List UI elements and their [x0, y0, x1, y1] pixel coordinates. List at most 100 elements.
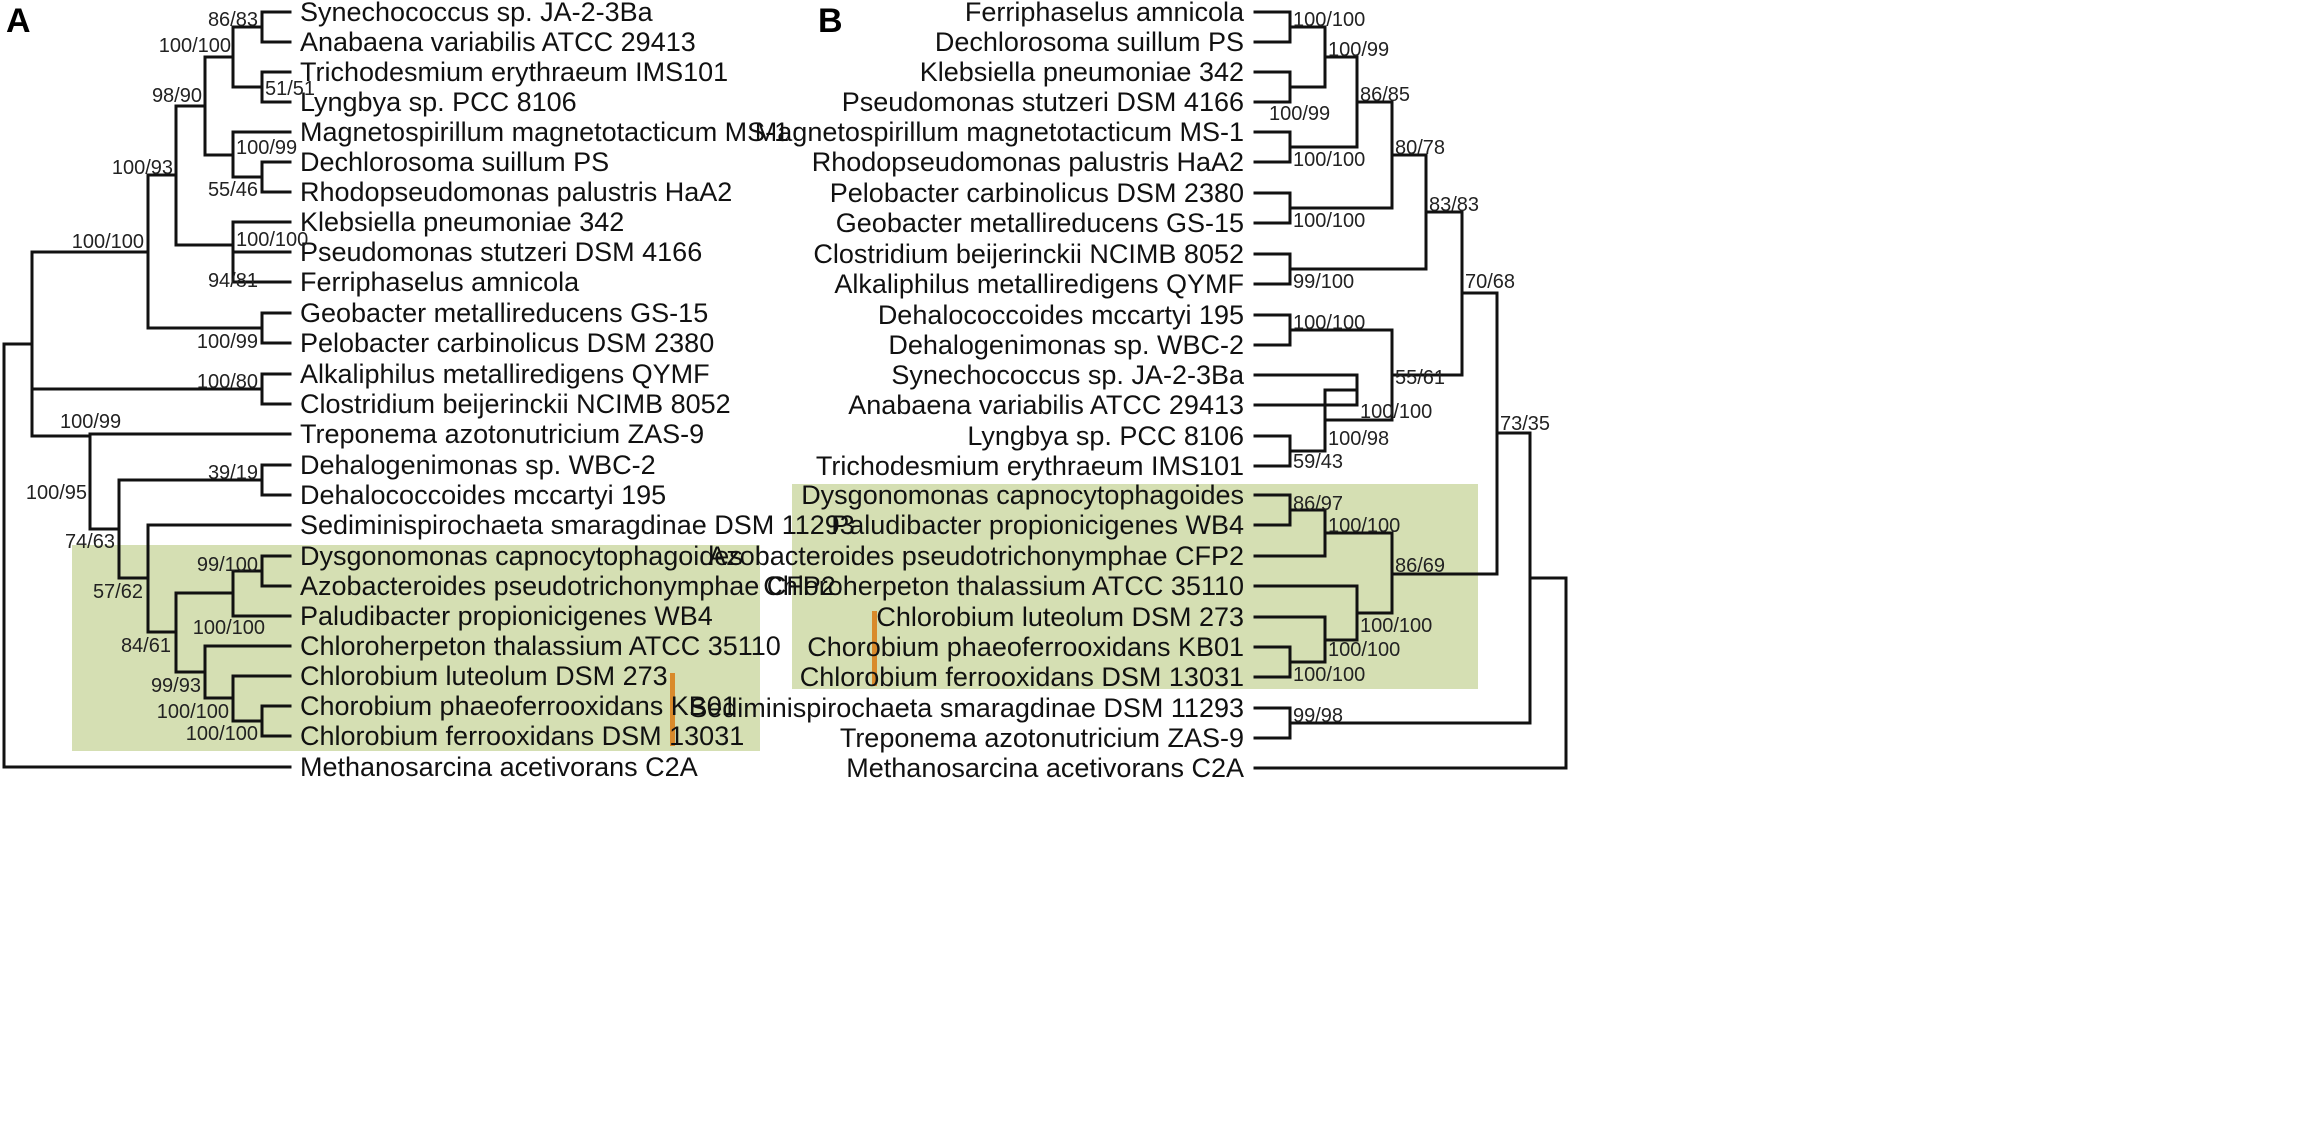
panel-b-marker-bar: [872, 611, 877, 686]
panel-a-support-value: 99/100: [197, 554, 258, 576]
panel-a-taxon: Sediminispirochaeta smaragdinae DSM 1129…: [300, 510, 855, 540]
panel-a-taxon: Klebsiella pneumoniae 342: [300, 207, 624, 237]
panel-b-letter: B: [818, 2, 843, 40]
panel-a-letter: A: [6, 2, 31, 40]
panel-b-taxon: Dehalogenimonas sp. WBC-2: [888, 330, 1244, 360]
panel-a-taxon: Treponema azotonutricium ZAS-9: [300, 419, 704, 449]
panel-a-support-values: 86/83 51/51 100/100 100/99 55/46 98/90 1…: [26, 9, 315, 745]
panel-b-taxon: Dechlorosoma suillum PS: [935, 27, 1244, 57]
panel-a-support-value: 84/61: [121, 635, 171, 657]
panel-b-highlight-box: [792, 484, 1478, 689]
panel-b-taxon: Paludibacter propionicigenes WB4: [831, 510, 1244, 540]
panel-b-support-value: 100/100: [1293, 312, 1365, 334]
panel-a-support-value: 100/99: [197, 331, 258, 353]
panel-b-taxon: Dysgonomonas capnocytophagoides: [801, 480, 1244, 510]
panel-a-support-value: 74/63: [65, 531, 115, 553]
panel-b-support-value: 100/100: [1293, 210, 1365, 232]
panel-a-taxon: Methanosarcina acetivorans C2A: [300, 752, 698, 782]
panel-a-taxon: Geobacter metallireducens GS-15: [300, 298, 708, 328]
panel-b-taxon: Methanosarcina acetivorans C2A: [846, 753, 1244, 783]
panel-b-taxon: Klebsiella pneumoniae 342: [920, 57, 1244, 87]
panel-b-support-value: 100/100: [1293, 664, 1365, 686]
panel-a-taxon: Dehalococcoides mccartyi 195: [300, 480, 666, 510]
panel-b-taxon: Anabaena variabilis ATCC 29413: [848, 390, 1244, 420]
panel-a-support-value: 94/81: [208, 270, 258, 292]
panel-a-support-value: 100/100: [193, 617, 265, 639]
panel-b-support-value: 73/35: [1500, 413, 1550, 435]
panel-a-branches: [2, 10, 292, 769]
panel-a-taxon: Pseudomonas stutzeri DSM 4166: [300, 237, 702, 267]
panel-a-taxon: Pelobacter carbinolicus DSM 2380: [300, 328, 714, 358]
panel-b-support-value: 86/85: [1360, 84, 1410, 106]
panel-b-support-value: 86/69: [1395, 555, 1445, 577]
panel-b-taxon: Pseudomonas stutzeri DSM 4166: [842, 87, 1244, 117]
panel-a-taxon: Azobacteroides pseudotrichonymphae CFP2: [300, 571, 836, 601]
panel-a-highlight-box: [72, 545, 760, 751]
panel-a-support-value: 100/100: [159, 35, 231, 57]
panel-b-support-value: 100/99: [1328, 39, 1389, 61]
panel-b-support-value: 70/68: [1465, 271, 1515, 293]
panel-b-support-value: 100/100: [1328, 639, 1400, 661]
panel-b-support-value: 59/43: [1293, 451, 1343, 473]
panel-a-support-value: 100/100: [186, 723, 258, 745]
panel-a-support-value: 100/100: [236, 229, 308, 251]
panel-b-taxon: Magnetospirillum magnetotacticum MS-1: [755, 117, 1244, 147]
panel-a-taxon: Magnetospirillum magnetotacticum MS-1: [300, 117, 789, 147]
panel-b-support-value: 55/61: [1395, 367, 1445, 389]
panel-b-taxon: Chloroherpeton thalassium ATCC 35110: [763, 571, 1244, 601]
panel-b-taxon: Sediminispirochaeta smaragdinae DSM 1129…: [689, 693, 1244, 723]
panel-b-taxa: Ferriphaselus amnicola Dechlorosoma suil…: [689, 0, 1245, 783]
panel-a-support-value: 100/80: [197, 371, 258, 393]
panel-a-support-value: 100/99: [236, 137, 297, 159]
panel-a-taxon: Dehalogenimonas sp. WBC-2: [300, 450, 656, 480]
panel-a-taxon: Synechococcus sp. JA-2-3Ba: [300, 0, 654, 27]
panel-a-taxon: Anabaena variabilis ATCC 29413: [300, 27, 696, 57]
panel-b-taxon: Geobacter metallireducens GS-15: [836, 208, 1244, 238]
panel-a-support-value: 100/95: [26, 482, 87, 504]
panel-b-taxon: Alkaliphilus metalliredigens QYMF: [834, 269, 1244, 299]
panel-b-support-value: 100/100: [1360, 401, 1432, 423]
panel-a-support-value: 57/62: [93, 581, 143, 603]
panel-a-support-value: 51/51: [265, 78, 315, 100]
panel-b-taxon: Treponema azotonutricium ZAS-9: [840, 723, 1244, 753]
panel-a-support-value: 100/100: [72, 231, 144, 253]
panel-b-taxon: Pelobacter carbinolicus DSM 2380: [830, 178, 1244, 208]
panel-a-taxon: Clostridium beijerinckii NCIMB 8052: [300, 389, 731, 419]
panel-a-support-value: 86/83: [208, 9, 258, 31]
panel-b-support-value: 100/98: [1328, 428, 1389, 450]
panel-a-support-value: 100/100: [157, 701, 229, 723]
panel-b-taxon: Chlorobium luteolum DSM 273: [876, 602, 1244, 632]
panel-a-taxon: Lyngbya sp. PCC 8106: [300, 87, 577, 117]
panel-a-taxon: Rhodopseudomonas palustris HaA2: [300, 177, 732, 207]
panel-a-taxa: Synechococcus sp. JA-2-3Ba Anabaena vari…: [300, 0, 855, 782]
panel-a-taxon: Chlorobium luteolum DSM 273: [300, 661, 668, 691]
panel-a-support-value: 99/93: [151, 675, 201, 697]
panel-b-taxon: Rhodopseudomonas palustris HaA2: [812, 147, 1244, 177]
panel-b-taxon: Trichodesmium erythraeum IMS101: [816, 451, 1244, 481]
panel-b-taxon: Azobacteroides pseudotrichonymphae CFP2: [708, 541, 1244, 571]
panel-a-support-value: 98/90: [152, 85, 202, 107]
panel-a-taxon: Dechlorosoma suillum PS: [300, 147, 609, 177]
panel-b-taxon: Chlorobium ferrooxidans DSM 13031: [800, 662, 1244, 692]
panel-b-support-value: 99/100: [1293, 271, 1354, 293]
panel-b-taxon: Lyngbya sp. PCC 8106: [967, 421, 1244, 451]
panel-b-support-value: 100/100: [1328, 515, 1400, 537]
panel-b-taxon: Ferriphaselus amnicola: [965, 0, 1245, 27]
panel-b-taxon: Chorobium phaeoferrooxidans KB01: [807, 632, 1244, 662]
panel-a-taxon: Chorobium phaeoferrooxidans KB01: [300, 691, 737, 721]
panel-b-support-value: 86/97: [1293, 493, 1343, 515]
panel-a-taxon: Chlorobium ferrooxidans DSM 13031: [300, 721, 744, 751]
panel-a-taxon: Ferriphaselus amnicola: [300, 267, 580, 297]
panel-a-support-value: 100/93: [112, 157, 173, 179]
panel-b-taxon: Clostridium beijerinckii NCIMB 8052: [813, 239, 1244, 269]
panel-a-support-value: 39/19: [208, 462, 258, 484]
panel-b-support-value: 99/98: [1293, 705, 1343, 727]
panel-a-marker-bar: [670, 673, 675, 746]
panel-a-taxon: Trichodesmium erythraeum IMS101: [300, 57, 728, 87]
panel-b-support-value: 100/100: [1293, 149, 1365, 171]
panel-b-taxon: Synechococcus sp. JA-2-3Ba: [891, 360, 1245, 390]
panel-a-taxon: Chloroherpeton thalassium ATCC 35110: [300, 631, 781, 661]
panel-a-support-value: 100/99: [60, 411, 121, 433]
